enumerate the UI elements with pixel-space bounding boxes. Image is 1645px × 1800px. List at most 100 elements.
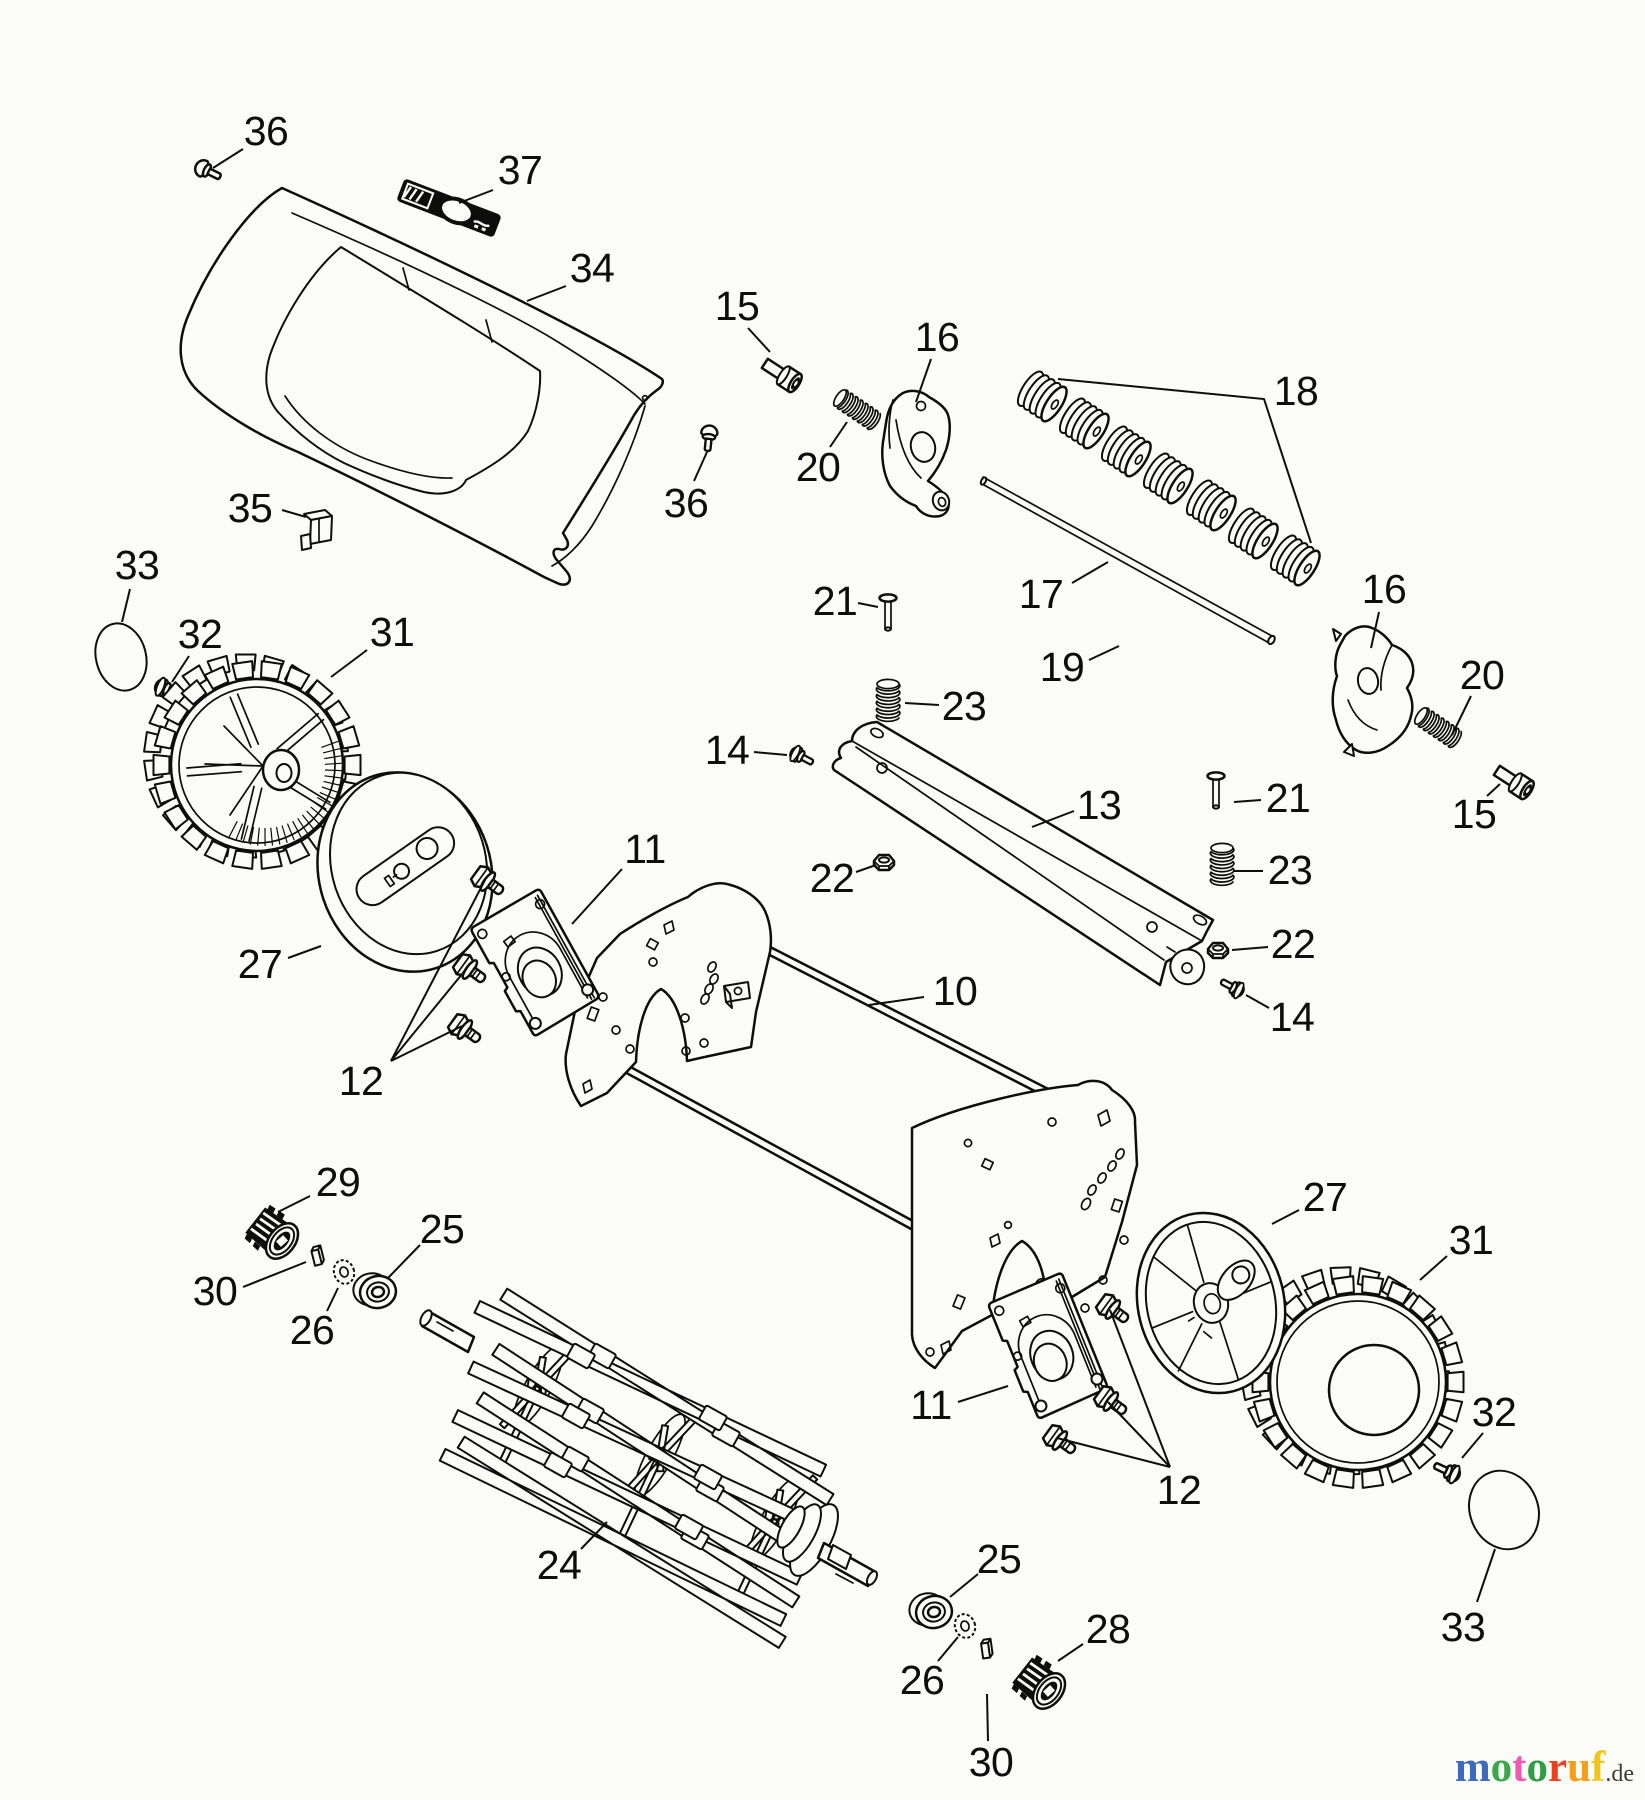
part-callout-35: 35 [228,485,273,531]
part-callout-20: 20 [1460,652,1505,698]
part-25-bearing [905,1587,957,1634]
leader-line-12 [390,967,468,1062]
part-callout-12: 12 [1157,1467,1202,1513]
leader-line-17 [1071,561,1109,584]
leader-line-22 [855,864,877,873]
watermark-letter-o: o [1526,1744,1549,1791]
part-callout-19: 19 [1040,644,1085,690]
part-callout-23: 23 [942,683,987,729]
part-26-washer [950,1610,980,1642]
part-callout-28: 28 [1086,1606,1131,1652]
part-callout-31: 31 [1449,1217,1494,1263]
leader-line-25 [949,1573,979,1598]
part-31-wheel [143,653,362,870]
watermark-letter-m: m [1454,1744,1491,1791]
watermark-motoruf: motoruf.de [1454,1744,1634,1795]
part-12-bolt [1092,1290,1136,1331]
watermark-letter-f: f [1591,1744,1606,1791]
leader-line-12 [1107,1401,1171,1468]
leader-line-16 [1370,611,1380,649]
part-13-cover-bar [831,720,1215,987]
leader-line-16 [915,358,932,403]
part-callout-22: 22 [1271,921,1316,967]
part-callout-16: 16 [915,314,960,360]
part-26-washer [329,1256,359,1288]
part-callout-13: 13 [1077,782,1122,828]
leader-line-11 [571,868,623,925]
leader-line-28 [1057,1643,1084,1662]
part-callout-36: 36 [244,108,289,154]
part-callout-27: 27 [238,941,283,987]
part-callout-33: 33 [1441,1604,1486,1650]
part-37-badge [397,179,501,237]
part-33-cap [94,622,148,692]
leader-line-37 [458,189,494,204]
watermark-letter-o: o [1490,1744,1513,1791]
part-callout-37: 37 [498,147,543,193]
part-32-bolt [151,675,186,705]
part-callout-12: 12 [339,1058,384,1104]
leader-line-29 [277,1195,311,1213]
part-23-spring [875,678,901,723]
leader-line-12 [390,879,486,1062]
leader-line-11 [957,1385,1009,1403]
part-33-cap [1468,1469,1540,1551]
part-21-pin [1206,771,1226,810]
part-14-screw [786,743,818,771]
part-callout-10: 10 [933,968,978,1014]
part-10-frame [564,882,1139,1370]
part-27-wheel-cover [1135,1211,1287,1395]
leader-line-20 [829,421,848,448]
part-14-screw [1216,973,1248,1001]
part-22-nut [1206,941,1230,960]
leader-line-23 [904,702,940,706]
part-35-clip [300,509,333,551]
part-callout-21: 21 [813,578,858,624]
part-callout-15: 15 [715,283,760,329]
leader-line-30 [242,1261,307,1288]
leader-line-15 [1486,783,1501,797]
part-20-spring [830,386,884,433]
leader-line-26 [326,1287,339,1312]
leader-line-36 [212,148,244,169]
leader-line-25 [387,1244,421,1279]
part-17-shaft [979,476,1276,646]
leader-line-32 [171,655,190,683]
part-callout-14: 14 [1270,994,1315,1040]
part-36-screw [698,423,720,453]
leader-line-30 [986,1693,989,1742]
watermark-letter-u: u [1567,1744,1592,1791]
part-22-nut [872,853,896,872]
leader-line-31 [330,649,368,678]
part-callout-30: 30 [969,1739,1014,1785]
leader-line-26 [937,1636,959,1662]
leader-line-18 [1057,378,1312,544]
leader-line-14 [753,751,788,756]
roller [1181,475,1242,536]
leader-line-21 [857,602,879,608]
part-callout-29: 29 [316,1159,361,1205]
part-30-key [979,1637,995,1660]
part-36-screw [191,156,226,186]
part-callout-22: 22 [810,855,855,901]
part-28-gear [1006,1650,1075,1719]
part-callout-16: 16 [1362,566,1407,612]
part-callout-23: 23 [1268,847,1313,893]
leader-line-27 [287,945,322,959]
part-callout-11: 11 [910,1382,952,1428]
leader-line-36 [693,451,708,482]
part-callout-26: 26 [290,1307,335,1353]
leader-line-24 [580,1521,608,1550]
part-callout-27: 27 [1303,1174,1348,1220]
leader-line-34 [526,285,567,302]
part-12-bolt [1039,1421,1083,1462]
part-callout-11: 11 [624,826,666,872]
leader-line-12 [1109,1309,1171,1468]
part-callout-32: 32 [178,611,223,657]
part-callout-36: 36 [664,480,709,526]
leader-line-15 [747,327,771,353]
part-16-bracket [881,389,951,518]
